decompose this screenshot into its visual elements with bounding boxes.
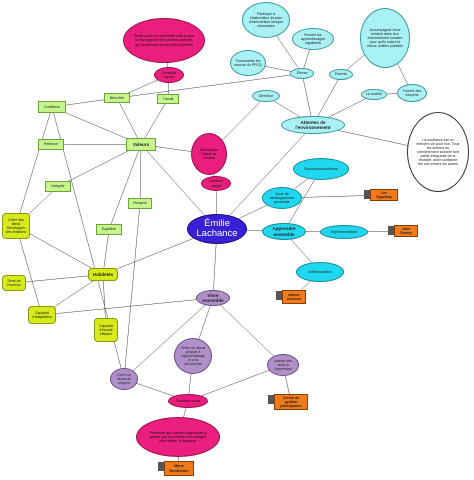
node-equilibre[interactable]: Équilibre [96,224,122,235]
connector-node-valeurs-to-node-bien-etre [116,97,142,145]
connector-node-vivre-ensemble-to-node-creer-climat-respect [123,297,214,380]
node-rendre-apprentissages[interactable]: Rendre les apprentissages signifiants [292,28,334,50]
connector-node-valeurs-to-node-integrite [57,144,142,187]
node-creer-liens[interactable]: Créer des liens/ Développer des relation… [2,213,30,239]
node-respect[interactable]: Respect [128,198,152,209]
author-tag-vygotsky [364,190,370,199]
node-zone-developpement[interactable]: Zone de développement proximale [262,187,302,209]
connector-node-equilibre-to-node-habiletes [102,229,110,275]
node-construit-social-top[interactable]: Construit social [154,67,184,83]
author-tomlinson[interactable]: Auteur inconnu [282,290,306,304]
node-apprendre-ensemble[interactable]: Apprendre ensemble [262,223,306,240]
node-confiance-element[interactable]: La confiance est un élément clé pour moi… [407,112,469,192]
node-laisser-choix[interactable]: Laisser des choix à l'apprenant [267,354,299,376]
node-permettre[interactable]: Permettre aux élèves d'apprendre à pense… [136,417,220,457]
connector-node-vivre-ensemble-to-node-capacite-adaptation [41,297,214,316]
connector-node-valeurs-to-node-travail [140,98,169,145]
author-tag-gestion [268,395,274,404]
author-tag-dewey [388,226,394,235]
author-tag-tomlinson [276,291,282,300]
node-experimentation[interactable]: Expérimentation [320,225,368,239]
center-node-emilie-lachance[interactable]: Émilie Lachance [187,214,247,244]
author-gestion[interactable]: Centre de gestion participative [274,394,308,410]
author-dewey[interactable]: John Dewey [394,225,418,237]
node-attentes[interactable]: Attentes de l'environnement [281,116,345,134]
author-vygotsky[interactable]: Lev Vygotsky [370,189,398,201]
node-integrite[interactable]: Intégrité [45,181,71,192]
node-socioconstructivisme[interactable]: Socioconstructivisme [293,158,349,180]
connector-node-creer-liens-to-node-capacite-adaptation [15,225,43,316]
connector-node-bien-etre-to-node-eleves [116,73,303,99]
node-developper-esprit[interactable]: Développer l'esprit de l'enfant [191,133,227,175]
node-vivre-ensemble[interactable]: Vivre ensemble [196,290,230,306]
center-line-1: Émilie [204,217,230,229]
node-differenciation[interactable]: Différenciation [296,262,344,282]
author-tag-montessori [158,462,164,471]
node-construit-social-bottom[interactable]: Construit social [168,394,208,408]
author-montessori[interactable]: Maria Montessori [164,461,194,476]
node-capacite-adaptation[interactable]: Capacité d'adaptation [28,306,56,324]
connector-node-valeurs-to-node-respect [139,144,142,204]
connector-node-vivre-ensemble-to-node-laisser-choix [212,297,284,366]
node-creer-climat-respect[interactable]: Créer un climat de respect [110,368,138,390]
node-bien-etre[interactable]: Bien-être [104,93,130,103]
connector-node-respect-to-node-creer-climat-respect [123,203,141,380]
node-habiletes[interactable]: Habiletés [88,268,118,281]
node-valeurs[interactable]: Valeurs [126,138,156,151]
node-creer-climat[interactable]: Créer un climat propice à l'apprentissag… [174,338,212,374]
center-line-2: Lachance [196,228,238,239]
node-direction[interactable]: Direction [252,90,280,102]
connector-node-valeurs-to-node-equilibre [108,144,142,230]
node-former-citoyens[interactable]: Former des citoyens [397,84,427,102]
node-sens-humour[interactable]: Sens de l'humour [2,275,26,291]
node-accompagner[interactable]: Accompagner leurs enfants dans leur chem… [360,8,410,68]
connector-center-node-emilie-lachance-to-node-attentes [216,124,314,230]
node-societe[interactable]: La société [361,89,387,100]
node-construit-social-mid[interactable]: Construit social [201,176,231,191]
node-confiance[interactable]: Confiance [38,101,66,113]
connector-node-habiletes-to-node-creer-liens [15,225,104,275]
connector-node-laisser-choix-to-node-construit-social-bottom [187,364,284,402]
node-participer[interactable]: Participer à l'élaboration de plan d'int… [242,2,290,38]
node-eleves[interactable]: Élèves [290,68,314,79]
node-transmettre[interactable]: Transmettre les savoirs du PFEQ [230,50,266,76]
node-sentir-utile[interactable]: Sentir qu'ils me font sentir utile et qu… [123,18,205,63]
node-patience[interactable]: Patience [38,139,64,150]
connector-node-confiance-to-node-creer-liens [15,106,53,227]
node-parents[interactable]: Parents [329,69,353,80]
node-capacite-ecoute[interactable]: Capacité d'écoute efficace [94,318,118,342]
node-travail[interactable]: Travail [157,94,179,104]
